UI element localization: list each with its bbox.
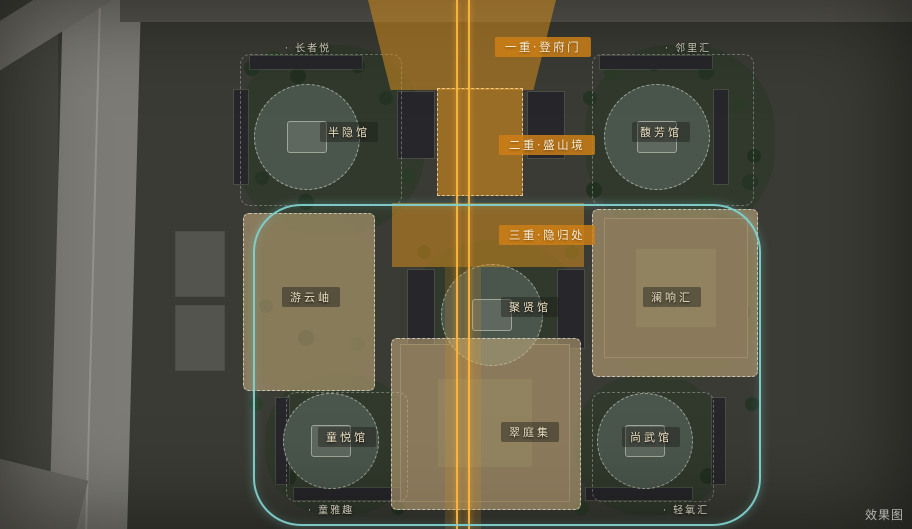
watermark-label: 效果图: [864, 508, 904, 522]
road-left: [48, 0, 142, 529]
building-block: [714, 90, 728, 184]
left-edge-strip: [0, 0, 58, 529]
building-block: [408, 270, 434, 348]
venue-label-lanxiang: 澜响汇: [643, 287, 701, 307]
venue-label-cuiting: 翠庭集: [501, 422, 559, 442]
axis-tier3-label: 三重·隐归处: [498, 225, 596, 245]
axis-line: [456, 0, 458, 529]
building-block: [294, 488, 400, 500]
venue-label-juxian: 聚贤馆: [501, 297, 559, 317]
building-block: [176, 232, 224, 296]
tower-pad: [283, 393, 379, 489]
road-top: [120, 0, 912, 22]
venue-label-fufang: 馥芳馆: [632, 122, 690, 142]
axis-tier2-label: 二重·盛山境: [498, 135, 596, 155]
tower-footprint: [287, 121, 327, 153]
tower-pad: [597, 393, 693, 489]
venue-label-tongyue: 童悦馆: [318, 427, 376, 447]
axis-tier1-label: 一重·登府门: [494, 37, 592, 57]
venue-label-banyin: 半隐馆: [320, 122, 378, 142]
tower-footprint: [625, 425, 665, 457]
poi-label-changzheyue: · 长者悦: [284, 43, 332, 55]
venue-label-shangwu: 尚武馆: [622, 427, 680, 447]
tower-footprint: [472, 299, 512, 331]
building-block: [586, 488, 692, 500]
building-block: [176, 306, 224, 370]
plot-outline: [592, 392, 714, 502]
tower-footprint: [311, 425, 351, 457]
tower-footprint: [637, 121, 677, 153]
axis-line: [468, 0, 470, 529]
building-block: [276, 398, 289, 484]
poi-label-qingyanghui: · 轻氧汇: [662, 505, 710, 517]
program-zone-south: [391, 338, 581, 510]
building-block: [250, 56, 362, 69]
tower-pad: [604, 84, 710, 190]
building-block: [398, 92, 434, 158]
axis-highlight-tail: [445, 267, 481, 529]
venue-label-youyunxiu: 游云岫: [282, 287, 340, 307]
building-block: [558, 270, 584, 348]
building-block: [600, 56, 712, 69]
community-loop-outline: [253, 204, 761, 526]
poi-label-tongyaqu: · 童雅趣: [307, 505, 355, 517]
poi-label-linlihui: · 邻里汇: [664, 43, 712, 55]
building-block: [712, 398, 725, 484]
building-block: [234, 90, 248, 184]
tower-pad: [254, 84, 360, 190]
